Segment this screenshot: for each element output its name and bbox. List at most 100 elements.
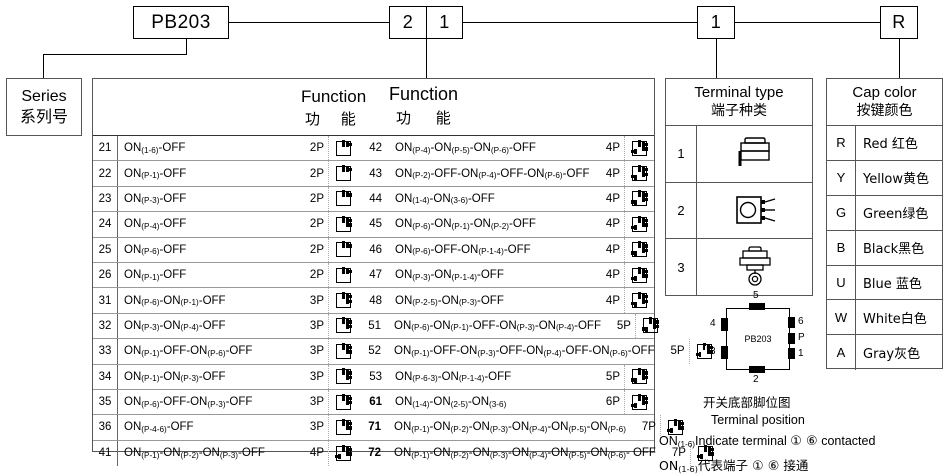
- cap-color-label: Gray灰色: [863, 347, 921, 363]
- terminal-type-table: Terminal type 端子种类 1 2: [665, 78, 813, 296]
- function-row-poles: 4P: [605, 192, 620, 205]
- code-box-cap-color: R: [880, 6, 918, 39]
- function-header-en-left: Function: [301, 87, 367, 106]
- pin-right-lower: [788, 348, 795, 359]
- function-row-poles: 4P: [605, 218, 620, 231]
- function-row-poles: 2P: [309, 142, 324, 155]
- function-row-description: ON(P-6)-OFF-ON(P-3)-OFF: [124, 396, 253, 409]
- function-row-poles: 5P: [605, 370, 620, 383]
- function-row-poles: 3P: [309, 294, 324, 307]
- function-row-poles: 3P: [309, 370, 324, 383]
- solder-lug-terminal-icon: [697, 126, 812, 182]
- function-row-description: ON(1-4)-ON(3-6)-OFF: [395, 192, 495, 206]
- pin-left-lower: [721, 346, 728, 359]
- function-row-description: ON(P-3)-OFF: [124, 192, 187, 206]
- pin-right-upper: [788, 317, 795, 328]
- cap-color-header: Cap color 按键颜色: [827, 79, 942, 126]
- series-legend-cn: 系列号: [19, 107, 68, 126]
- function-row-description: ON(P-4)-OFF: [124, 218, 187, 231]
- function-table-header: Function 功 能 Function 功 能: [93, 79, 654, 136]
- function-row-poles: 3P: [309, 319, 324, 332]
- function-row-description: ON(P-6)-OFF-ON(P-1-4)-OFF: [395, 243, 531, 257]
- function-row-number: 43: [369, 167, 382, 180]
- cap-color-label: Green绿色: [863, 207, 929, 223]
- function-row-number: 42: [369, 142, 382, 155]
- function-row-poles: 4P: [605, 269, 620, 282]
- function-row-description: ON(P-6)-ON(P-1)-ON(P-2)-OFF: [395, 218, 536, 231]
- terminal-type-header: Terminal type 端子种类: [666, 79, 812, 126]
- note-legend-en-post: contacted: [821, 434, 876, 448]
- code-box-series-label: PB203: [151, 11, 211, 33]
- pin-right-mid: [788, 333, 795, 344]
- cap-color-key: Y: [827, 160, 856, 195]
- function-row-description: ON(1-6)-OFF: [124, 142, 186, 155]
- pin-diagram: PB203 5 2 4 3 6 P 1: [706, 290, 816, 390]
- connector-series-box-drop: [43, 54, 45, 78]
- function-header-cn-right: 功 能: [396, 109, 461, 127]
- connector-series-drop-horizontal: [43, 54, 187, 56]
- code-box-cap-color-label: R: [892, 12, 906, 32]
- function-row-description: ON(P-6)-OFF: [124, 243, 187, 257]
- code-box-function-digit-1: 2: [390, 7, 427, 38]
- code-box-function-digit-2: 1: [439, 12, 450, 32]
- cap-color-key: R: [827, 126, 856, 160]
- cap-color-label: Yellow黄色: [863, 172, 930, 188]
- note-legend-en-circles: ① ⑥: [790, 434, 818, 449]
- screw-ring-terminal-icon: [697, 239, 812, 296]
- code-box-function: 2 1: [389, 6, 463, 39]
- function-row-number: 44: [369, 192, 382, 205]
- note-legend-en-sub: (1-6): [677, 440, 696, 449]
- pin-bottom: [749, 366, 765, 373]
- function-row-number: 34: [93, 364, 118, 389]
- connector-cap-drop: [899, 39, 901, 78]
- function-row-poles: 2P: [309, 243, 324, 256]
- code-box-terminal: 1: [697, 6, 735, 39]
- function-row-description: ON(P-1)-ON(P-3)-OFF: [124, 370, 226, 384]
- note-legend-cn: ON(1-6)代表端子 ① ⑥ 接通: [659, 455, 808, 474]
- note-legend-cn-circles: ① ⑥: [751, 459, 780, 474]
- function-row-number: 32: [93, 313, 118, 339]
- cap-color-header-en: Cap color: [852, 84, 917, 101]
- function-row-description: ON(P-4)-ON(P-5)-ON(P-6)-OFF: [395, 142, 536, 155]
- terminal-type-row: 3: [666, 239, 812, 296]
- cap-color-label: White白色: [863, 311, 927, 327]
- pin-top: [749, 303, 765, 310]
- pin-diagram-body-label: PB203: [744, 334, 772, 344]
- pin-diagram-body: PB203: [726, 308, 790, 370]
